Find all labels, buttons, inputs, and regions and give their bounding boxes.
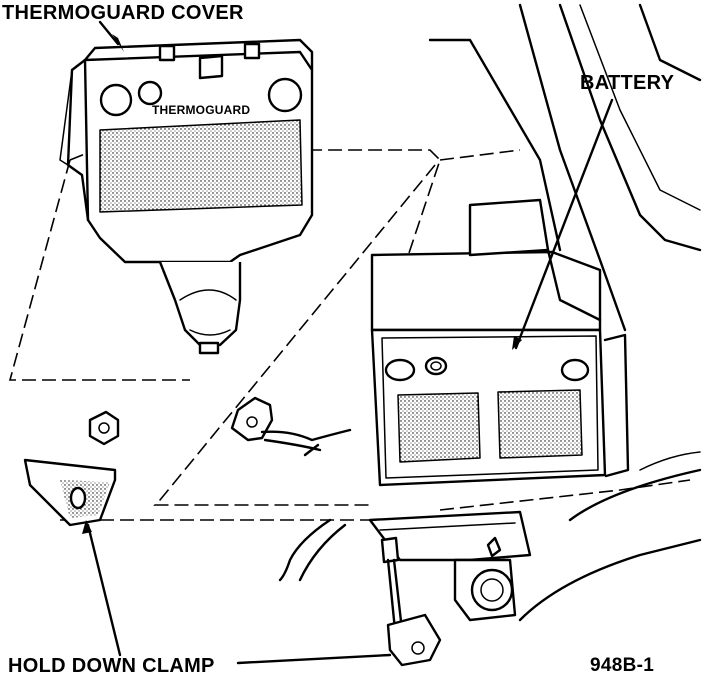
cover-leader (98, 20, 120, 46)
battery-label: BATTERY (580, 72, 675, 94)
rod-leader (236, 653, 392, 665)
battery-cable-terminal (230, 396, 352, 457)
leader-lines (82, 20, 614, 665)
thermoguard-cover (59, 38, 314, 355)
vehicle-body (428, 3, 702, 622)
cover-emboss-text: THERMOGUARD (152, 103, 251, 117)
battery-tray (278, 510, 532, 667)
clamp-nut (88, 410, 120, 446)
hold-down-clamp-label: HOLD DOWN CLAMP (8, 655, 215, 677)
installation-outline (8, 149, 521, 506)
hold-down-clamp (23, 458, 117, 527)
clamp-leader (86, 523, 122, 657)
battery-leader (514, 98, 614, 350)
thermoguard-cover-label: THERMOGUARD COVER (2, 2, 244, 24)
figure-number: 948B-1 (590, 655, 655, 676)
battery (370, 250, 630, 487)
tray-outline (439, 479, 691, 511)
